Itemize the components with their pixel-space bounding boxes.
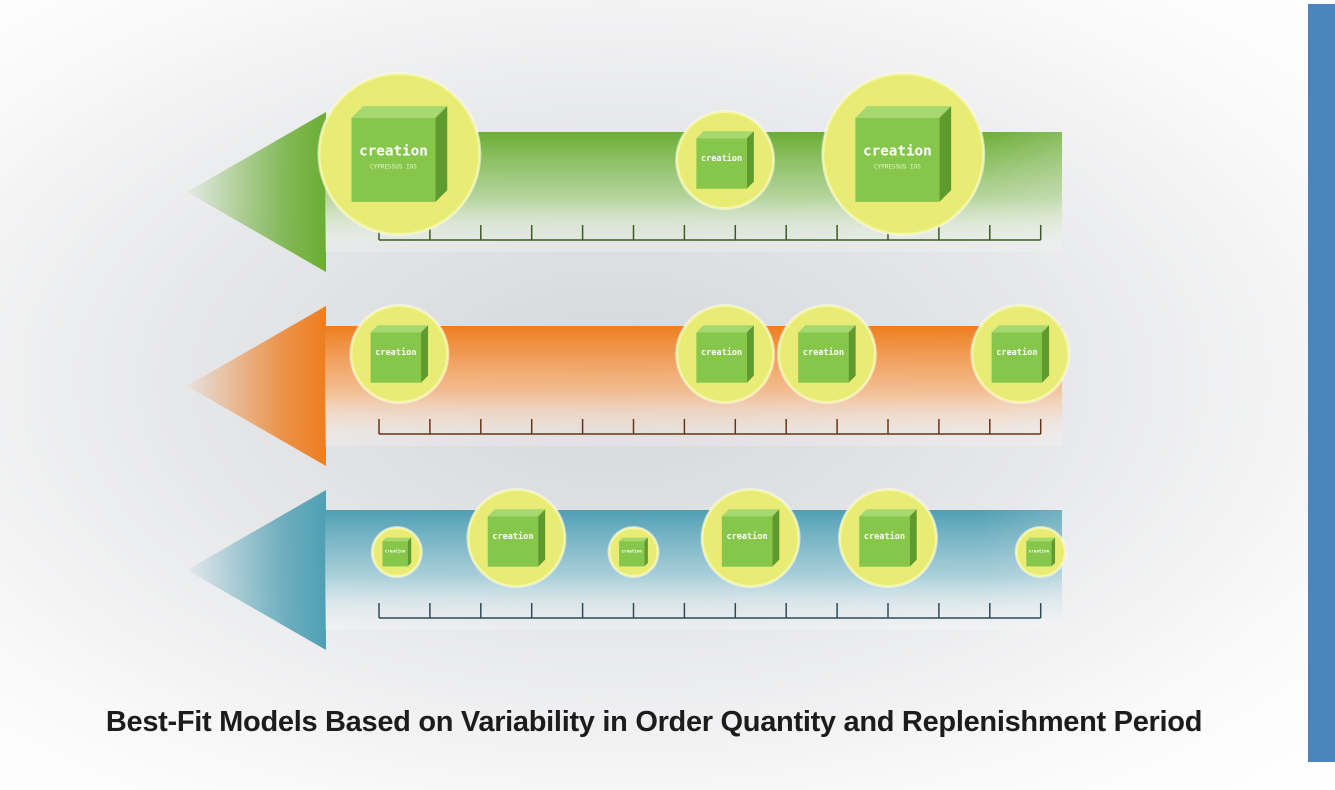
page-title: Best-Fit Models Based on Variability in …	[105, 706, 1203, 738]
timeline-ruler-orange	[378, 419, 1042, 435]
box-icon: creation	[619, 537, 648, 567]
box-icon: creation	[370, 325, 429, 383]
package-box-marker: creation	[466, 488, 567, 588]
box-icon: creation	[696, 325, 754, 383]
box-icon: creation	[859, 509, 917, 567]
box-icon: creation	[798, 325, 856, 383]
arrow-head-orange	[187, 306, 326, 466]
arrow-band-blue	[325, 510, 1062, 630]
package-box-marker: creation	[1014, 526, 1067, 578]
package-box-marker: creation	[370, 526, 423, 578]
box-sub-label: CYPRESSUS IOS	[874, 164, 921, 171]
box-brand-label: creation	[803, 347, 844, 358]
package-box-marker: creation	[776, 304, 877, 404]
box-brand-label: creation	[864, 531, 905, 542]
package-box-marker: creation	[675, 110, 776, 210]
box-brand-label: creation	[726, 531, 767, 542]
box-brand-label: creation	[996, 347, 1037, 358]
arrow-head-blue	[187, 490, 326, 650]
box-icon: creation	[721, 509, 780, 567]
box-brand-label: creation	[701, 153, 742, 164]
package-box-marker: creation	[675, 304, 776, 404]
box-brand-label: creation	[863, 144, 932, 160]
box-brand-label: creation	[359, 144, 428, 160]
timeline-ruler-blue	[378, 603, 1042, 619]
box-icon: creation	[991, 325, 1050, 383]
box-brand-label: creation	[492, 531, 533, 542]
package-box-marker: creation	[607, 526, 660, 578]
box-brand-label: creation	[701, 347, 742, 358]
accent-side-bar	[1308, 4, 1335, 762]
arrow-row-orange: creation creation creation creation	[187, 304, 1071, 466]
box-icon: creation	[696, 131, 754, 189]
package-box-marker: creation	[838, 488, 938, 588]
arrow-row-blue: creation creation creation creation creation…	[187, 488, 1067, 650]
package-box-marker: creation	[700, 488, 801, 588]
box-icon: creation	[1026, 537, 1056, 567]
box-sub-label: CYPRESSUS IOS	[370, 164, 417, 171]
box-icon: creation	[382, 537, 412, 567]
box-brand-label: creation	[375, 347, 416, 358]
package-box-marker: creation	[970, 304, 1071, 404]
arrow-head-green	[187, 112, 326, 272]
box-brand-label: creation	[1029, 549, 1050, 555]
box-icon: creation	[487, 509, 546, 567]
package-box-marker: creation	[349, 304, 450, 404]
box-brand-label: creation	[385, 549, 406, 555]
box-brand-label: creation	[621, 549, 642, 555]
